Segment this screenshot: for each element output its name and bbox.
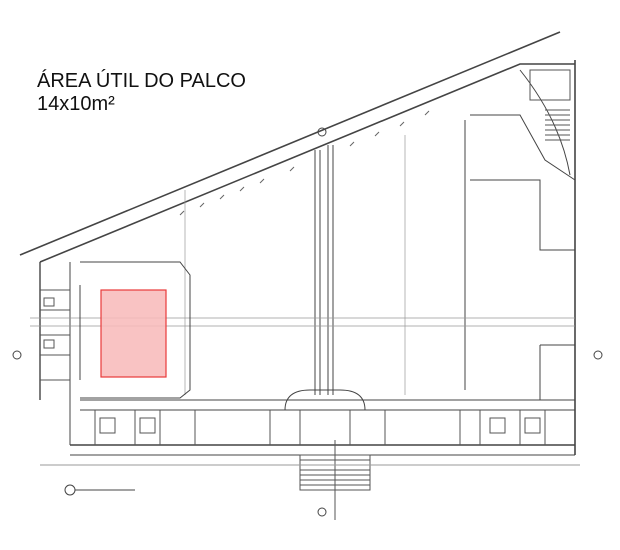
left-rooms [40,289,70,381]
stage-area-title: ÁREA ÚTIL DO PALCO 14x10m² [37,70,246,116]
right-block [464,69,576,400]
section-marker-top [317,127,327,137]
facade-windows [179,110,430,216]
stage-enclosure [79,261,191,399]
bottom-rooms [94,410,546,445]
title-line-1: ÁREA ÚTIL DO PALCO [37,70,246,92]
section-marker-bottom [317,507,327,517]
central-corridor [284,145,366,411]
title-line-2: 14x10m² [37,93,115,115]
entrance-stair [299,440,371,520]
section-marker-left [12,350,22,360]
top-right-stair [529,69,571,141]
stage-area-highlight [100,289,167,378]
drawing-label-marker [64,484,76,496]
section-marker-right [593,350,603,360]
